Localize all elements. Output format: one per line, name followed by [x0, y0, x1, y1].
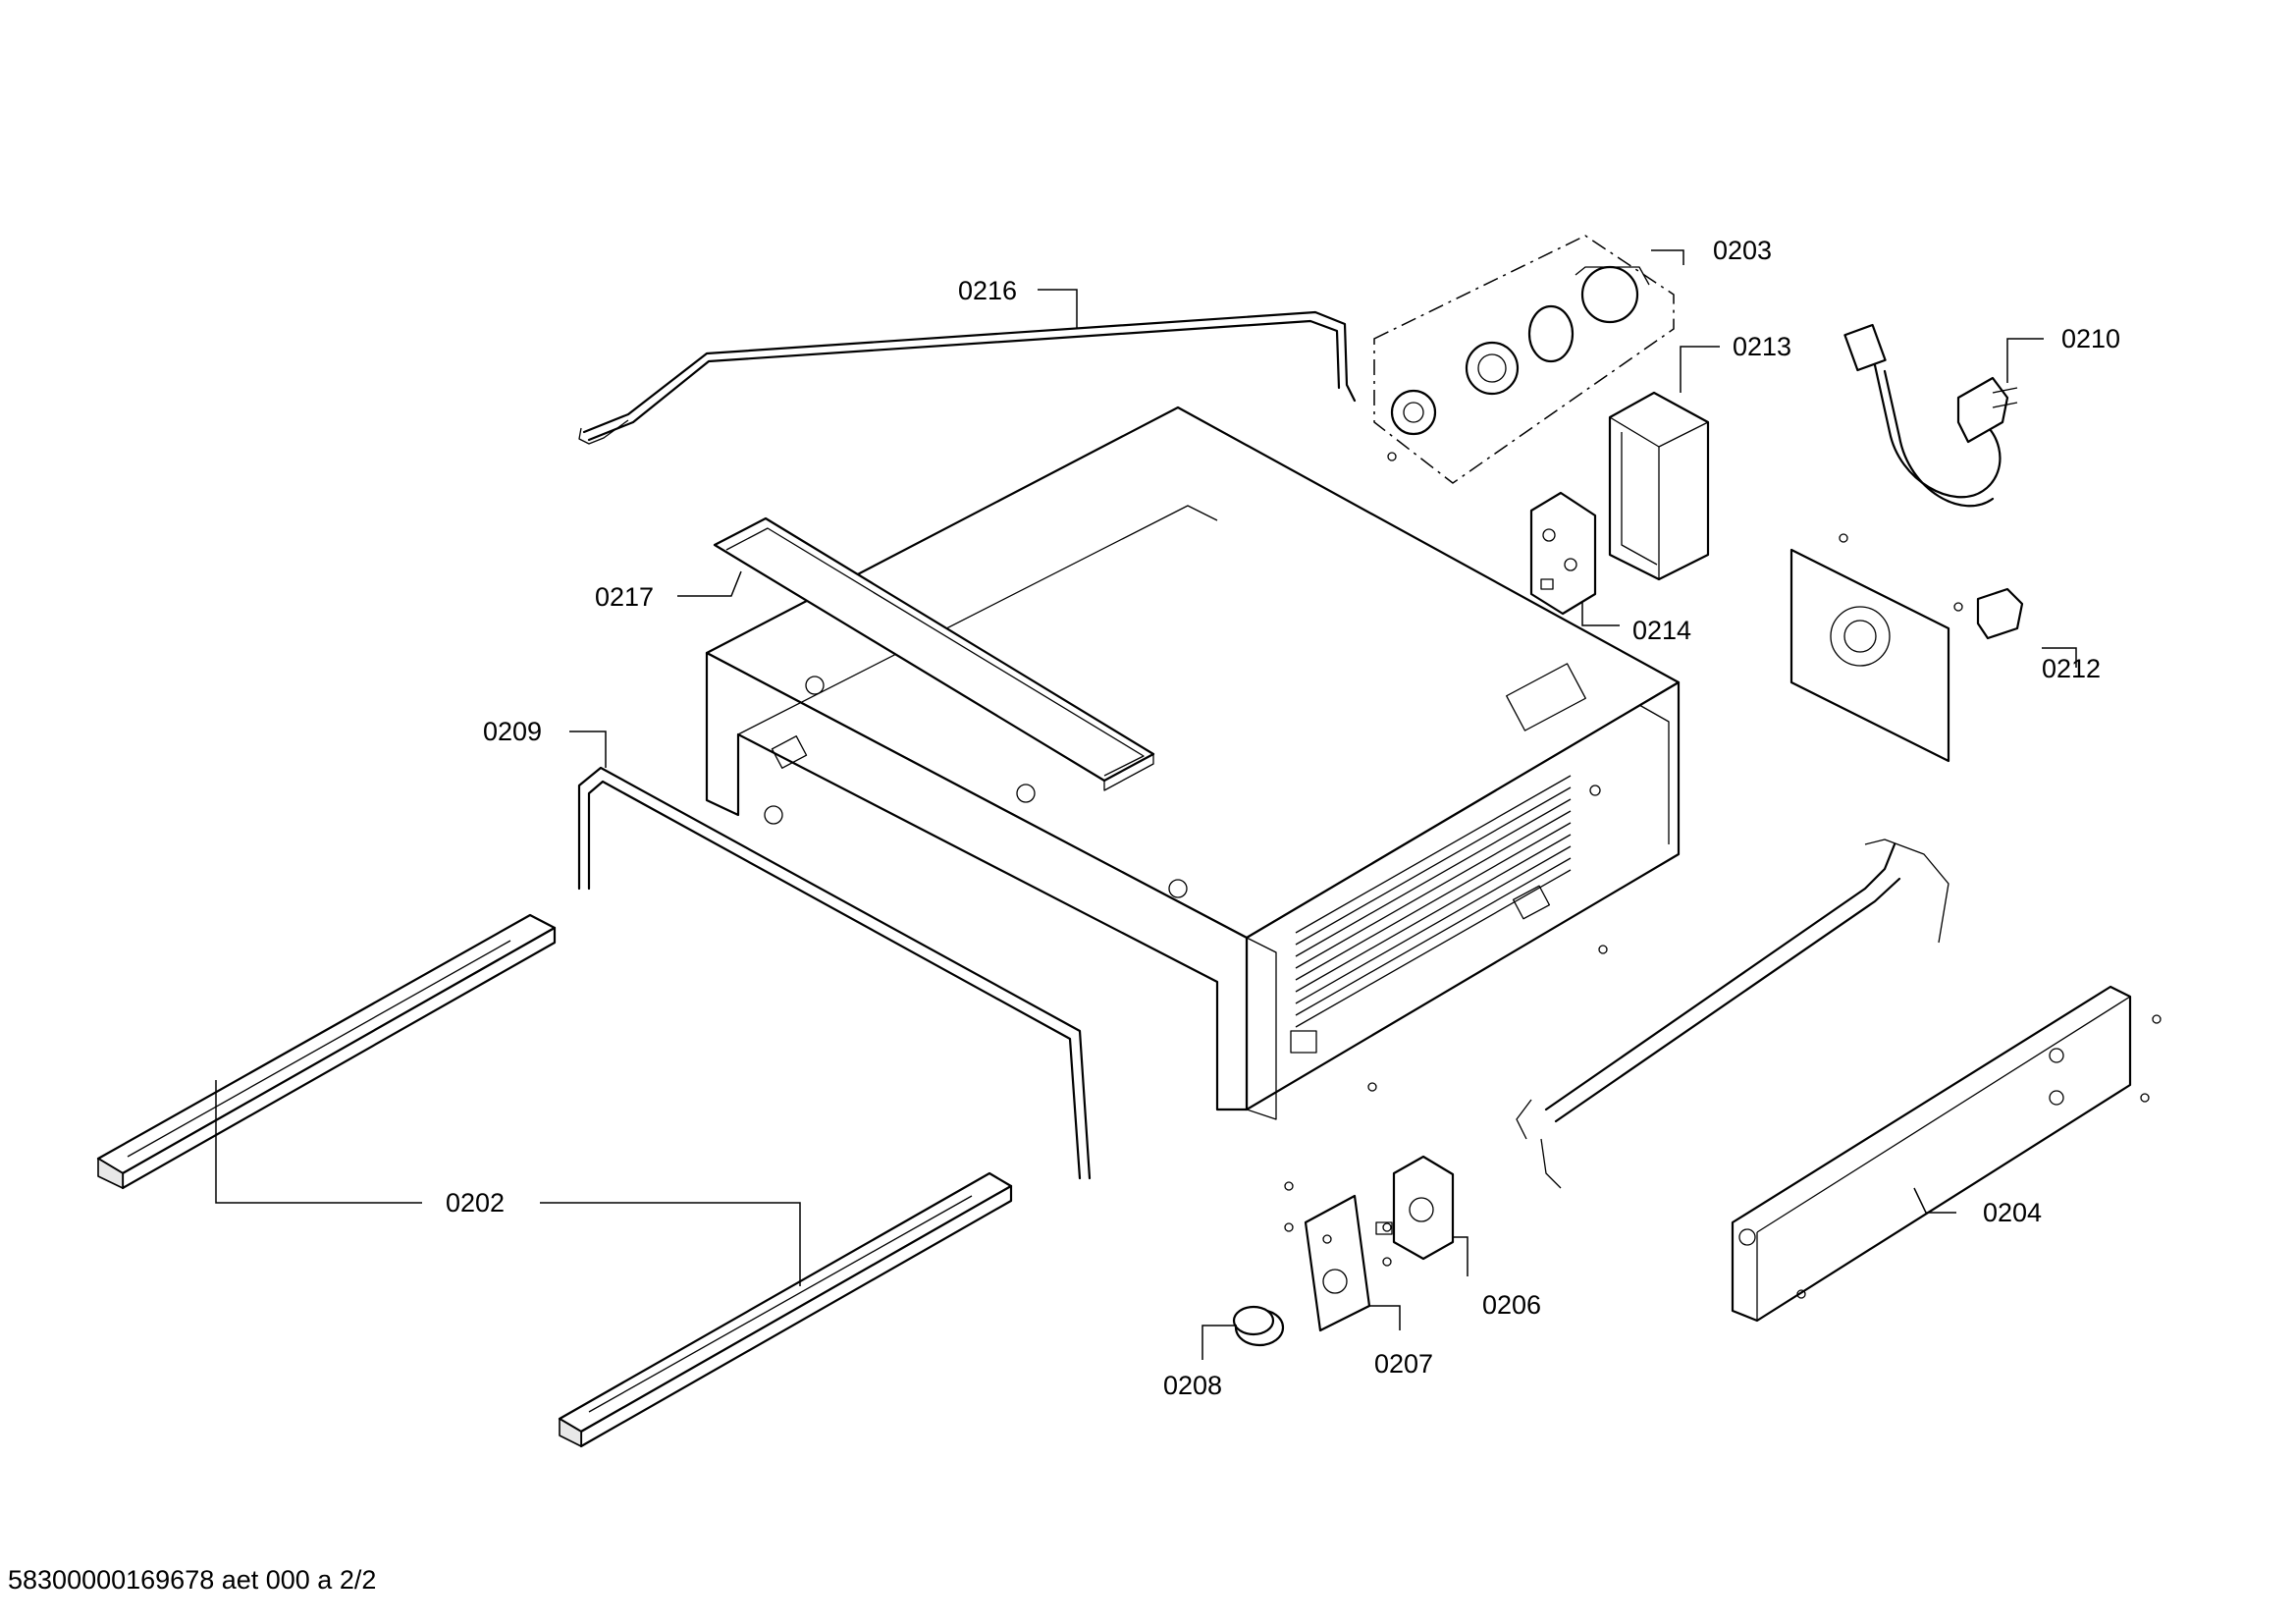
- label-0213: 0213: [1733, 332, 1791, 361]
- label-0209: 0209: [483, 717, 542, 746]
- part-0212-bracket: [1789, 548, 2024, 763]
- part-0214-pcb: [1529, 491, 1597, 616]
- drawer-housing: [705, 406, 1681, 1120]
- label-0214: 0214: [1632, 616, 1691, 645]
- part-0209-seal: [577, 766, 1092, 1180]
- vent-grille: [1295, 775, 1572, 1028]
- label-0204: 0204: [1983, 1198, 2042, 1227]
- part-0208-knob: [1232, 1305, 1285, 1347]
- part-0203-motor-assembly: [1373, 235, 1675, 484]
- screws: [1284, 452, 2162, 1299]
- label-0203: 0203: [1713, 236, 1772, 265]
- part-0207-plate: [1304, 1194, 1371, 1332]
- label-0212: 0212: [2042, 654, 2101, 683]
- part-0210-power-cord: [1843, 323, 2018, 508]
- label-0210: 0210: [2061, 324, 2120, 353]
- part-0204-control-housing: [1516, 839, 2132, 1323]
- label-0208: 0208: [1163, 1371, 1222, 1400]
- label-0217: 0217: [595, 582, 654, 612]
- part-0202-rail-left: [96, 913, 557, 1190]
- document-footer-id: 58300000169678 aet 000 a 2/2: [8, 1565, 377, 1595]
- part-0202-rail-right: [558, 1171, 1013, 1448]
- label-0216: 0216: [958, 276, 1017, 305]
- part-0216-cable: [582, 310, 1357, 434]
- leader-lines: [215, 249, 2077, 1360]
- label-0202: 0202: [446, 1188, 505, 1218]
- part-0206-switch: [1375, 1155, 1455, 1261]
- part-0217-top-rail: [713, 516, 1155, 791]
- label-0207: 0207: [1374, 1349, 1433, 1379]
- label-0206: 0206: [1482, 1290, 1541, 1320]
- part-labels: 0216 0203 0213 0210 0214 0212 0217 0209 …: [446, 236, 2120, 1400]
- part-0213-electronics-box: [1608, 391, 1710, 581]
